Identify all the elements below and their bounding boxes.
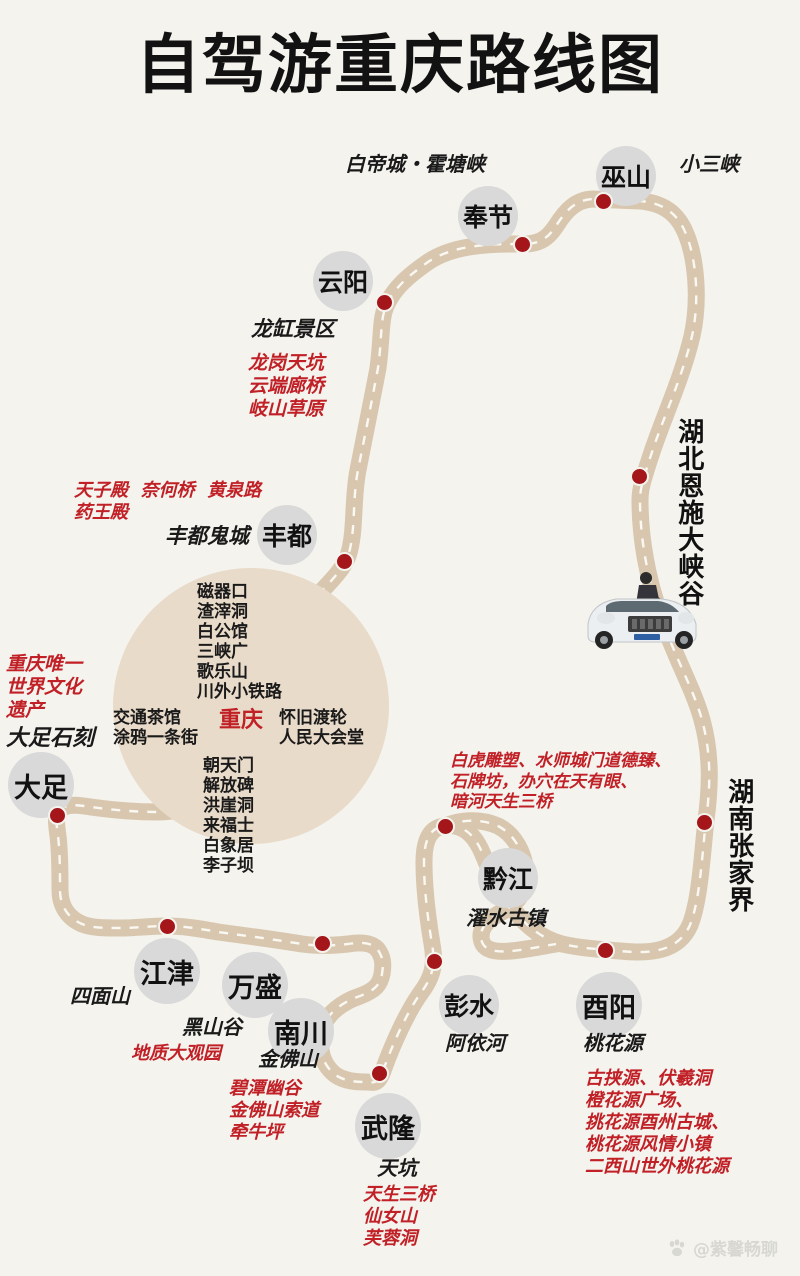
route-stop-dot[interactable] — [157, 916, 177, 936]
label-hubei-enshi-grand-canyon: 湖北恩施大峡谷 — [673, 418, 704, 607]
label-zhuoshui: 濯水古镇 — [466, 906, 546, 930]
label-wulong-tiankeng: 天坑 — [377, 1156, 417, 1180]
label-longgang-title: 龙缸景区 — [251, 317, 335, 341]
label-ayihe: 阿依河 — [445, 1031, 505, 1055]
watermark-text: @紫馨畅聊 — [693, 1240, 778, 1260]
hub-top-attractions: 磁器口 渣滓洞 白公馆 三峡广 歌乐山 川外小铁路 — [197, 582, 282, 703]
route-stop-dot[interactable] — [435, 816, 455, 836]
hub-center-label: 重庆 — [219, 708, 264, 733]
route-stop-dot[interactable] — [593, 191, 613, 211]
route-stop-dot[interactable] — [424, 951, 444, 971]
route-stop-dot[interactable] — [694, 812, 714, 832]
label-dizhi-daguanyuan: 地质大观园 — [131, 1043, 221, 1064]
route-stop-dot[interactable] — [312, 933, 332, 953]
route-stop-dot[interactable] — [369, 1063, 389, 1083]
label-fengdu-guicheng: 丰都鬼城 — [165, 524, 249, 548]
label-youyang-taohuayuan: 桃花源 — [583, 1031, 643, 1055]
label-dazu-heritage: 重庆唯一 世界文化 遗产 — [6, 653, 83, 722]
page-title: 自驾游重庆路线图 — [136, 29, 664, 103]
suv-body — [587, 598, 697, 649]
label-dazu-shike: 大足石刻 — [6, 726, 95, 751]
label-xiaosanxia: 小三峡 — [679, 152, 739, 176]
hub-bottom-attractions: 朝天门 解放碑 洪崖洞 来福士 白象居 李子坝 — [203, 756, 254, 877]
label-qianjiang-attractions: 白虎雕塑、水师城门道德臻、 石牌坊，办穴在天有眼、 暗河天生三桥 — [450, 751, 671, 813]
label-simianshan: 四面山 — [70, 984, 130, 1008]
route-stop-dot[interactable] — [374, 292, 394, 312]
label-longgang-attractions: 龙岗天坑 云端廊桥 岐山草原 — [248, 352, 325, 421]
route-stop-dot[interactable] — [512, 234, 532, 254]
label-nanchuan-attractions: 碧潭幽谷 金佛山索道 牵牛坪 — [229, 1078, 319, 1143]
label-heishangu: 黑山谷 — [182, 1015, 242, 1039]
label-wulong-attractions: 天生三桥 仙女山 芙蓉洞 — [363, 1184, 435, 1249]
route-stop-dot[interactable] — [334, 551, 354, 571]
label-baidicheng: 白帝城・霍塘峡 — [345, 152, 485, 176]
hub-right-attractions: 怀旧渡轮 人民大会堂 — [279, 708, 364, 749]
suv-photo — [587, 572, 697, 649]
label-hunan-zhangjiajie: 湖南张家界 — [723, 778, 754, 913]
watermark: @紫馨畅聊 — [667, 1235, 778, 1260]
paw-icon — [669, 1238, 685, 1256]
route-stop-dot[interactable] — [629, 466, 649, 486]
chongqing-hub[interactable]: 磁器口 渣滓洞 白公馆 三峡广 歌乐山 川外小铁路 交通茶馆 涂鸦一条街 重庆 … — [113, 568, 389, 876]
label-youyang-attractions: 古挟源、伏羲洞 橙花源广场、 挑花源酉州古城、 桃花源风情小镇 二西山世外桃花源 — [585, 1068, 729, 1177]
route-stop-dot[interactable] — [595, 940, 615, 960]
route-stop-dot[interactable] — [47, 805, 67, 825]
label-jinfoshan: 金佛山 — [258, 1047, 318, 1071]
label-fengdu-attractions: 天子殿 奈何桥 黄泉路 药王殿 — [74, 480, 262, 523]
hub-left-attractions: 交通茶馆 涂鸦一条街 — [113, 708, 198, 749]
